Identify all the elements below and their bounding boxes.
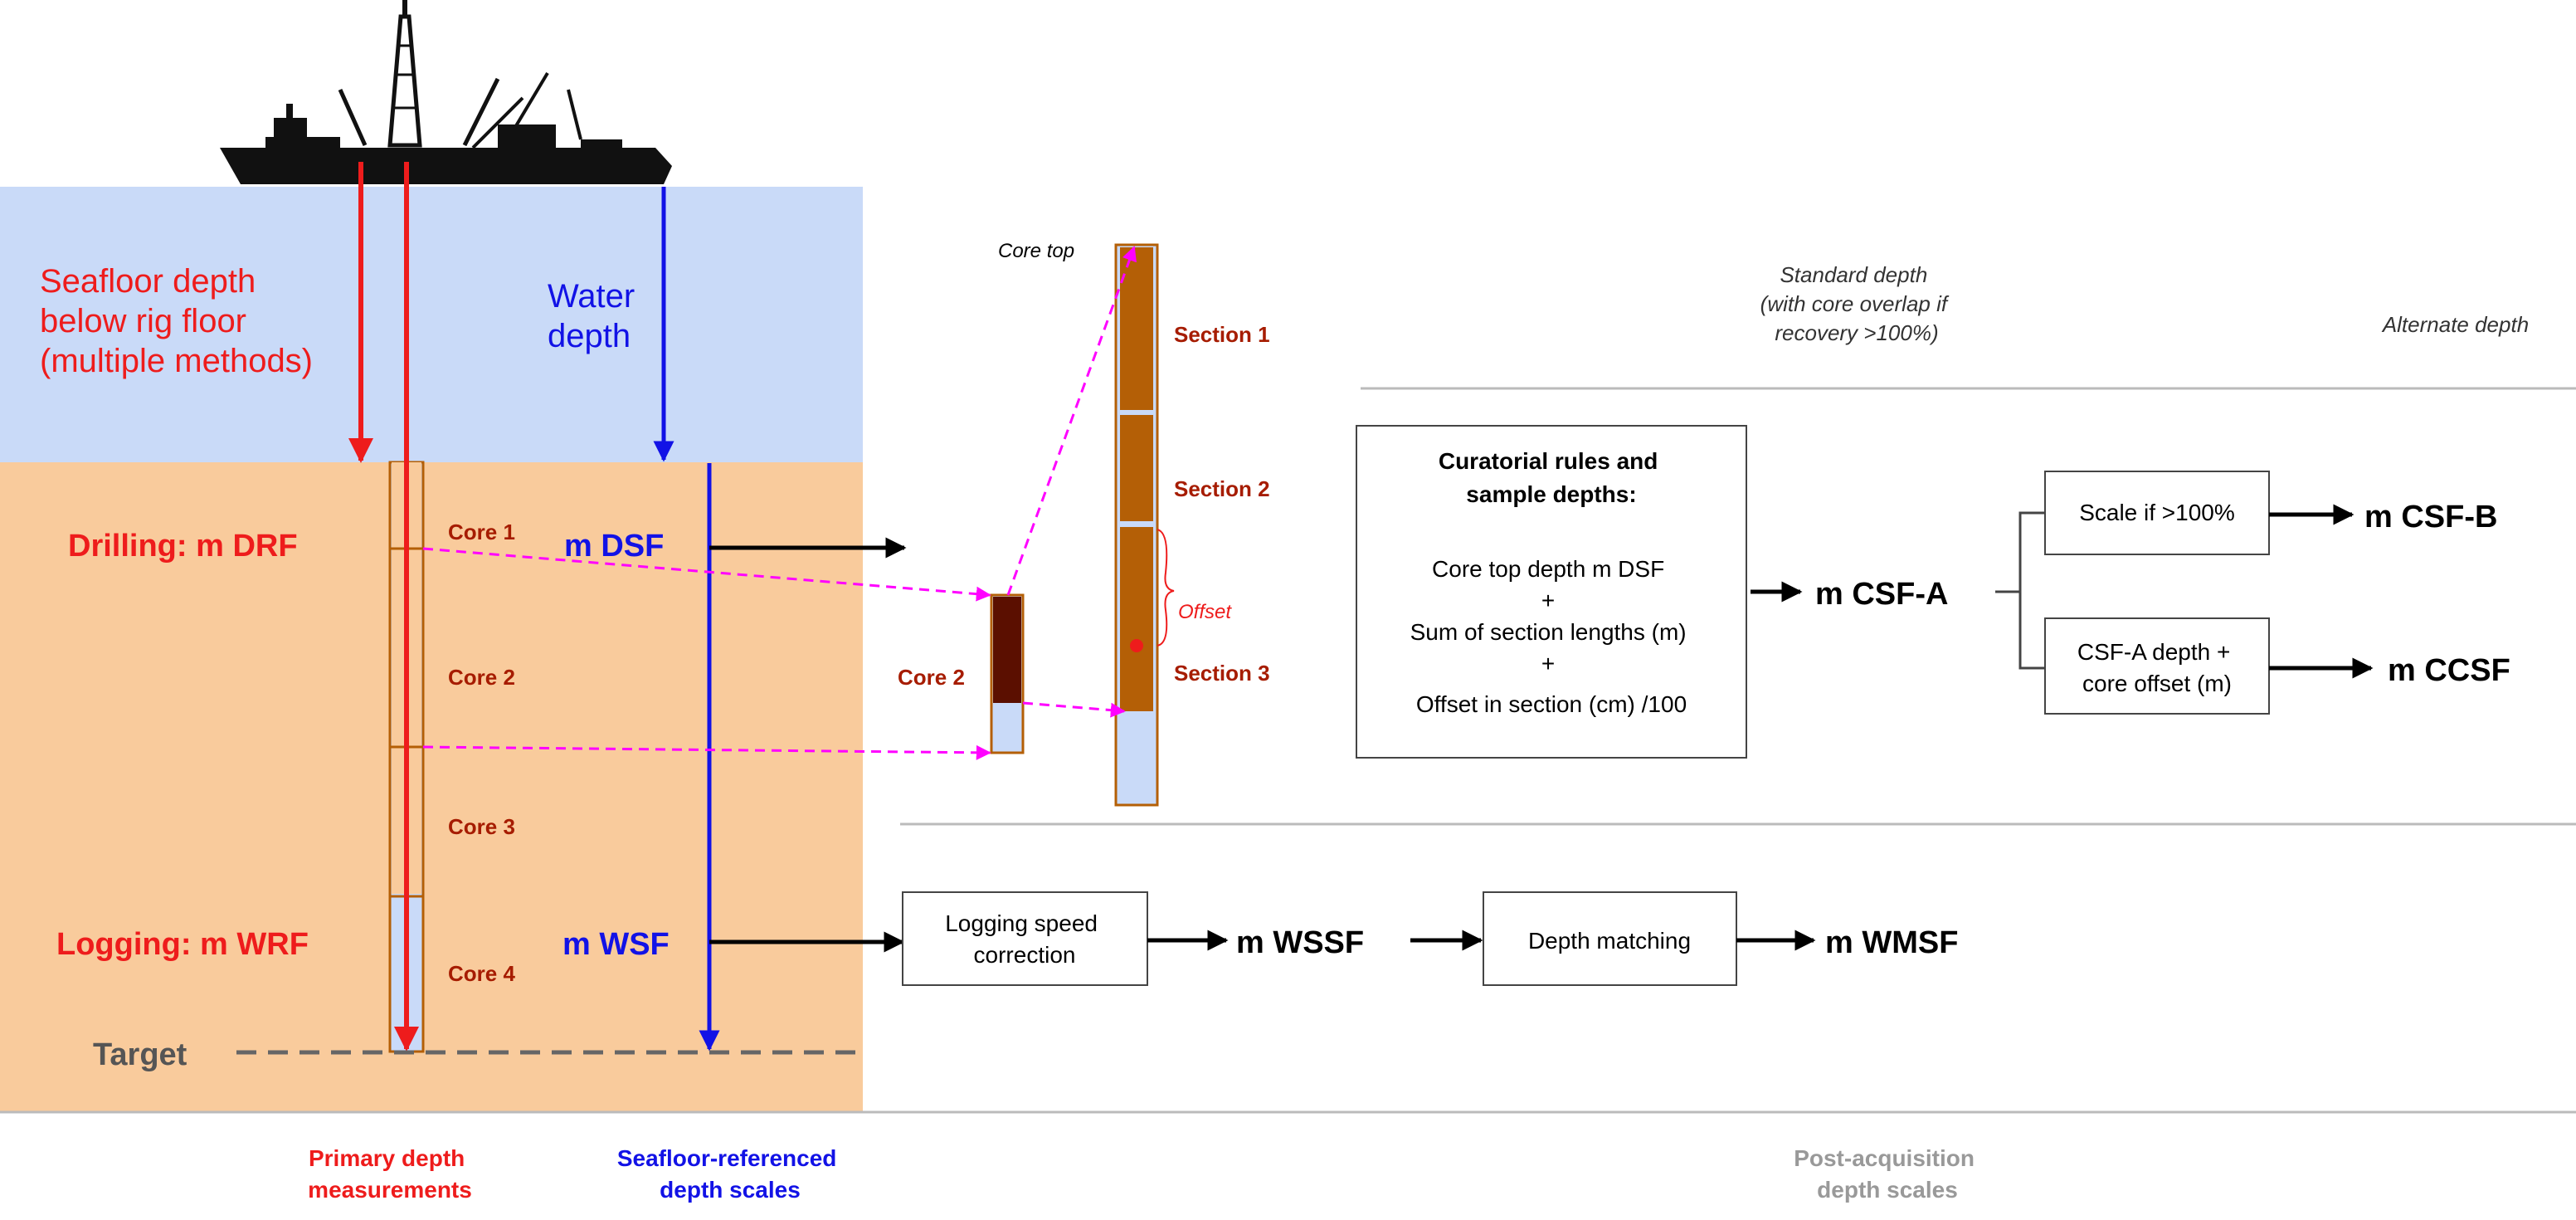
curatorial-title: Curatorial rules and sample depths: — [1439, 448, 1664, 507]
section-2 — [1120, 415, 1153, 521]
scale-box-text: Scale if >100% — [2079, 500, 2235, 525]
target-label: Target — [93, 1037, 187, 1072]
logging-label: Logging: m WRF — [56, 927, 309, 962]
core-1-label: Core 1 — [448, 520, 515, 544]
core-offset-box — [2044, 617, 2270, 715]
core-2-detail-label: Core 2 — [898, 665, 965, 690]
depth-matching-box-text: Depth matching — [1528, 928, 1691, 954]
curatorial-rules-box — [1356, 425, 1747, 759]
seafloor-ref-footer: Seafloor-referenced depth scales — [617, 1145, 843, 1203]
core-2-label: Core 2 — [448, 665, 515, 690]
drilling-label: Drilling: m DRF — [68, 529, 298, 564]
sample-point — [1130, 639, 1143, 652]
section-2-label: Section 2 — [1174, 476, 1270, 501]
water-depth-label: Water depth — [548, 278, 644, 354]
wsf-label: m WSF — [562, 927, 670, 962]
drill-ship-icon — [220, 0, 672, 184]
logging-speed-box — [902, 891, 1148, 986]
standard-depth-header: Standard depth (with core overlap if rec… — [1760, 262, 1954, 345]
csf-a-label: m CSF-A — [1815, 577, 1948, 612]
csf-b-label: m CSF-B — [2364, 500, 2497, 534]
magenta-connectors — [422, 246, 1137, 760]
wmsf-label: m WMSF — [1825, 925, 1958, 960]
section-3-label: Section 3 — [1174, 661, 1270, 686]
offset-label: Offset — [1178, 601, 1232, 623]
core-2-small-fill — [993, 597, 1021, 703]
section-3 — [1120, 527, 1153, 711]
water-column — [0, 187, 863, 462]
seafloor-depth-label: Seafloor depth below rig floor (multiple… — [40, 263, 313, 379]
post-acquisition-footer: Post-acquisition depth scales — [1794, 1145, 1981, 1203]
wssf-label: m WSSF — [1236, 925, 1364, 960]
ccsf-label: m CCSF — [2388, 653, 2510, 688]
sediment-layer — [0, 462, 863, 1112]
core-4-label: Core 4 — [448, 961, 515, 986]
section-1 — [1120, 247, 1153, 410]
core-top-label: Core top — [998, 240, 1074, 262]
section-1-label: Section 1 — [1174, 322, 1270, 347]
curatorial-rules-text: Core top depth m DSF + Sum of section le… — [1410, 556, 1693, 717]
alternate-depth-header: Alternate depth — [2381, 312, 2529, 337]
branch-vertical — [2018, 511, 2045, 670]
offset-brace — [1157, 529, 1175, 647]
dsf-label: m DSF — [564, 529, 664, 564]
logging-speed-box-text: Logging speed correction — [945, 910, 1104, 968]
primary-depth-footer: Primary depth measurements — [308, 1145, 472, 1203]
core-3-label: Core 3 — [448, 814, 515, 839]
core-offset-box-text: CSF-A depth + core offset (m) — [2077, 639, 2237, 696]
